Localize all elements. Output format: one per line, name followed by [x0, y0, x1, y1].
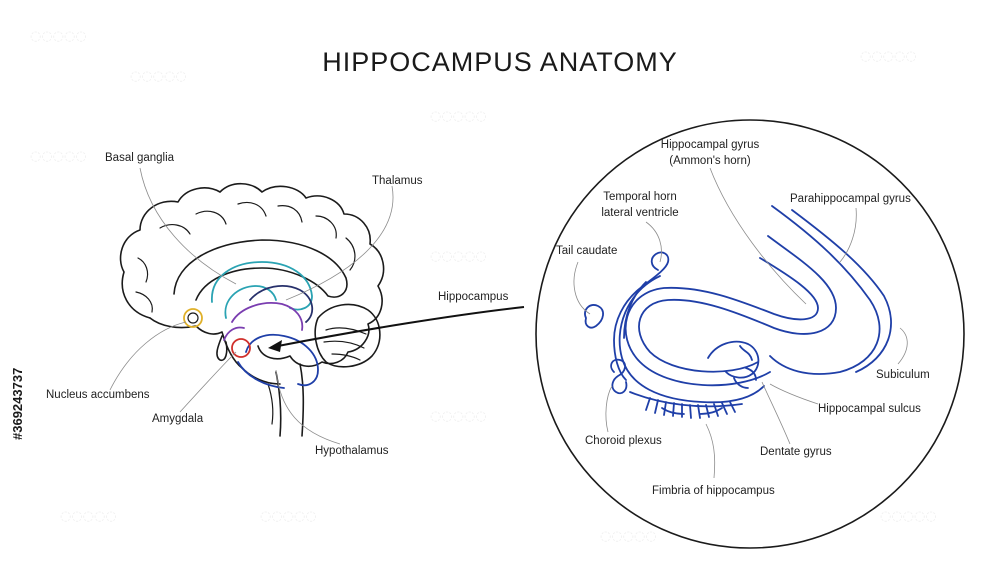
svg-text:◌◌◌◌◌: ◌◌◌◌◌	[880, 509, 937, 524]
label-thalamus: Thalamus	[372, 175, 423, 187]
svg-text:◌◌◌◌◌: ◌◌◌◌◌	[30, 29, 87, 44]
svg-text:◌◌◌◌◌: ◌◌◌◌◌	[430, 109, 487, 124]
svg-text:◌◌◌◌◌: ◌◌◌◌◌	[260, 509, 317, 524]
tail-caudate	[584, 304, 604, 329]
leader-lines	[109, 167, 908, 479]
page-title: HIPPOCAMPUS ANATOMY	[322, 47, 678, 77]
label-dentate-gyrus: Dentate gyrus	[760, 446, 832, 458]
svg-text:◌◌◌◌◌: ◌◌◌◌◌	[430, 409, 487, 424]
zoom-arrow	[277, 306, 525, 347]
temporal-horn	[613, 251, 670, 381]
svg-text:◌◌◌◌◌: ◌◌◌◌◌	[860, 49, 917, 64]
label-ammons-horn: (Ammon's horn)	[669, 155, 751, 167]
fornix-purple	[231, 302, 304, 331]
label-hippocampal-sulcus: Hippocampal sulcus	[818, 403, 921, 415]
watermark-pattern: ◌◌◌◌◌ ◌◌◌◌◌ ◌◌◌◌◌ ◌◌◌◌◌ ◌◌◌◌◌ ◌◌◌◌◌ ◌◌◌◌…	[30, 29, 937, 544]
label-parahippocampal-gyrus: Parahippocampal gyrus	[790, 193, 911, 205]
corpus-callosum	[173, 239, 348, 301]
label-nucleus-accumbens: Nucleus accumbens	[46, 389, 150, 401]
parahippocampal-curve	[769, 205, 881, 375]
cerebellum	[314, 303, 381, 368]
label-temporal-horn: Temporal horn	[603, 191, 677, 203]
stock-id: #369243737	[10, 368, 25, 440]
brain-outline	[119, 182, 385, 368]
svg-text:◌◌◌◌◌: ◌◌◌◌◌	[30, 149, 87, 164]
svg-text:◌◌◌◌◌: ◌◌◌◌◌	[130, 69, 187, 84]
fimbria	[629, 391, 743, 408]
svg-text:◌◌◌◌◌: ◌◌◌◌◌	[600, 529, 657, 544]
label-lateral-ventricle: lateral ventricle	[601, 207, 678, 219]
nucleus-accumbens-marker	[183, 308, 203, 328]
dentate-gyrus	[707, 340, 760, 379]
label-fimbria: Fimbria of hippocampus	[652, 485, 775, 497]
basal-ganglia-arc	[211, 261, 313, 311]
label-tail-caudate: Tail caudate	[556, 245, 617, 257]
pituitary	[216, 335, 228, 362]
label-choroid-plexus: Choroid plexus	[585, 435, 662, 447]
ammons-horn	[638, 235, 837, 373]
label-hippocampus: Hippocampus	[438, 291, 509, 303]
choroid-plexus	[610, 358, 628, 395]
svg-text:◌◌◌◌◌: ◌◌◌◌◌	[430, 249, 487, 264]
label-basal-ganglia: Basal ganglia	[105, 152, 175, 164]
brain-illustration	[119, 182, 385, 437]
svg-text:◌◌◌◌◌: ◌◌◌◌◌	[60, 509, 117, 524]
label-hippocampal-gyrus: Hippocampal gyrus	[661, 139, 760, 151]
label-amygdala: Amygdala	[152, 413, 204, 425]
hippocampus-cross-section	[584, 205, 892, 419]
label-hypothalamus: Hypothalamus	[315, 445, 389, 457]
label-subiculum: Subiculum	[876, 369, 930, 381]
thalamus-curve	[249, 285, 314, 323]
inner-c-curve	[618, 275, 765, 404]
magnified-circle	[535, 119, 965, 549]
amygdala-marker	[231, 338, 251, 358]
brainstem	[275, 363, 305, 437]
brain-hippocampus	[245, 333, 319, 387]
